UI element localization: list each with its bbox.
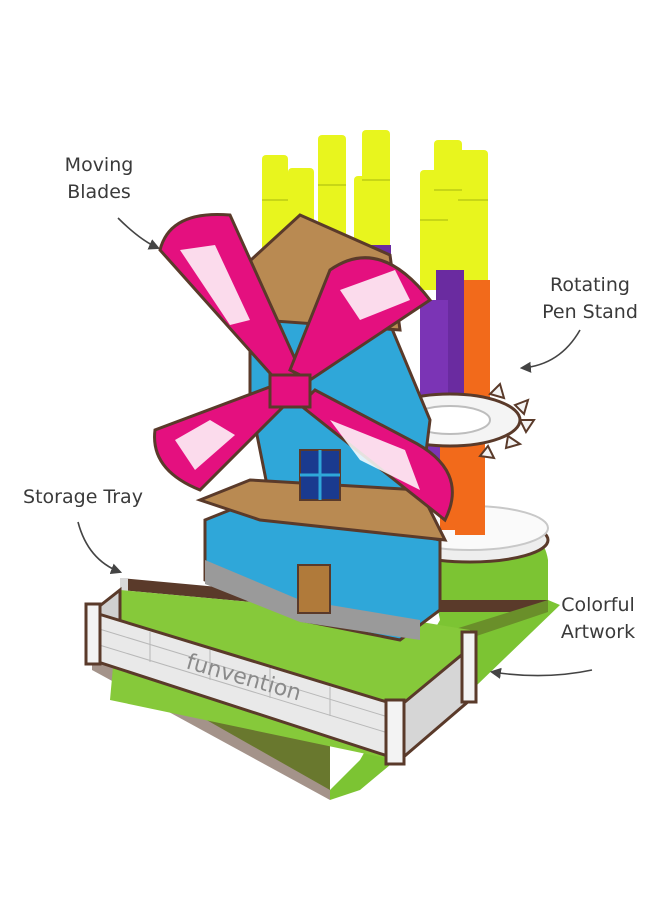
callout-line: Pen Stand: [542, 301, 638, 323]
callout-storage-tray: Storage Tray: [8, 484, 158, 511]
callout-line: Moving: [64, 154, 134, 176]
callout-line: Blades: [67, 181, 131, 203]
callout-line: Colorful: [561, 594, 635, 616]
curved-arrow-icon: [489, 667, 593, 679]
curved-arrow-icon: [117, 217, 161, 250]
callout-colorful-artwork: Colorful Artwork: [542, 592, 654, 646]
blade-cutouts: [175, 245, 420, 490]
curved-arrow-icon: [77, 521, 123, 575]
callout-line: Artwork: [560, 621, 636, 643]
callout-arrows: [77, 217, 593, 679]
curved-arrow-icon: [519, 329, 581, 373]
markers: [262, 130, 490, 535]
callout-line: Rotating: [550, 274, 630, 296]
callout-line: Storage Tray: [23, 486, 143, 508]
callout-rotating-pen-stand: Rotating Pen Stand: [524, 272, 656, 326]
callout-moving-blades: Moving Blades: [38, 152, 160, 206]
